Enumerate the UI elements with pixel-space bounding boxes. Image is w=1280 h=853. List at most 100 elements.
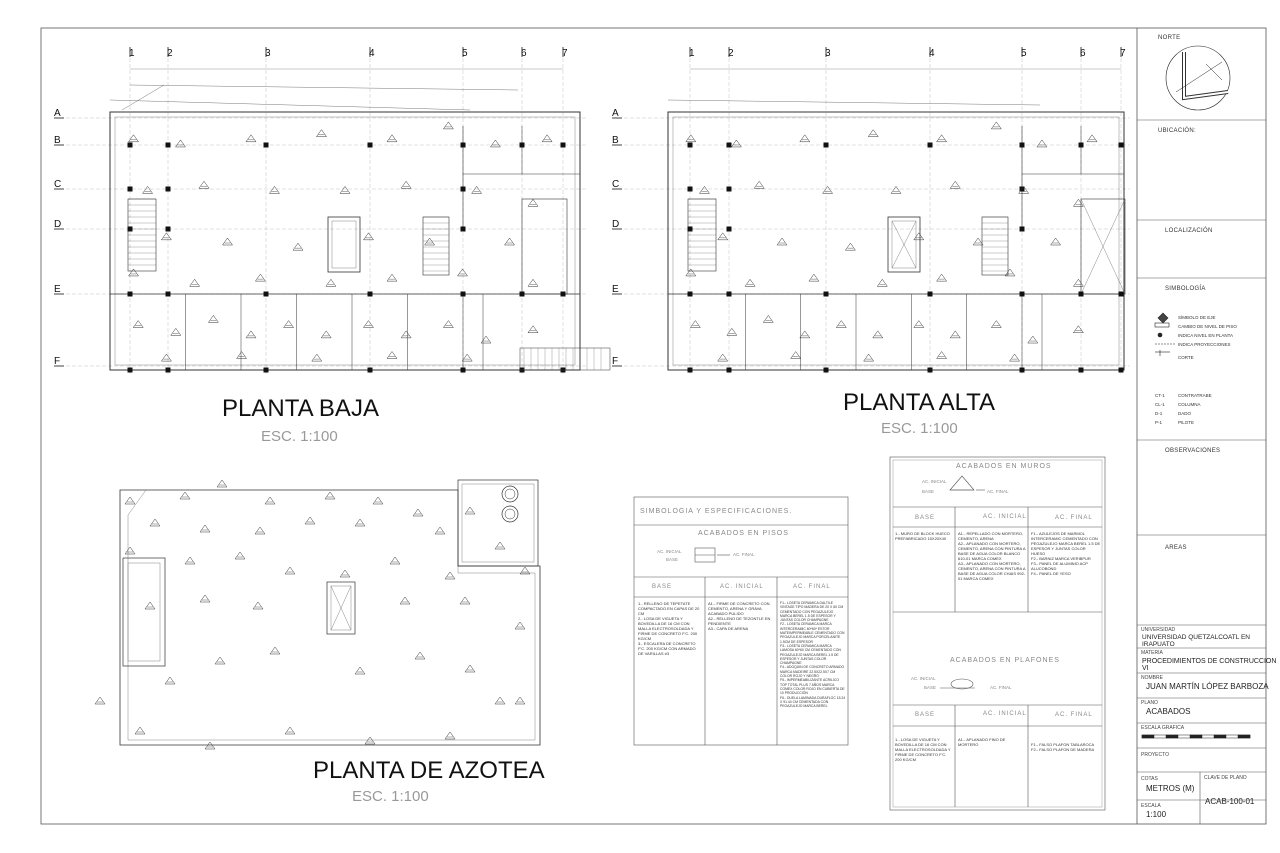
pisos-key-final: AC. FINAL — [733, 552, 755, 557]
level-marker — [222, 237, 233, 246]
column-mark — [165, 226, 171, 232]
level-marker — [471, 185, 483, 194]
level-marker — [189, 278, 201, 287]
water-tank — [501, 485, 519, 503]
axis-label-col: 1 — [129, 48, 135, 59]
column-mark — [1019, 142, 1025, 148]
level-marker — [876, 278, 888, 287]
roof-outline — [119, 489, 541, 746]
level-marker — [444, 571, 456, 580]
level-marker — [913, 232, 925, 241]
nombre-value: JUAN MARTÍN LÓPEZ BARBOZA — [1146, 682, 1269, 691]
column-mark — [263, 291, 269, 297]
level-marker — [324, 491, 336, 500]
cotas-label: COTAS — [1141, 776, 1158, 782]
level-marker — [489, 139, 501, 148]
level-marker — [799, 330, 811, 339]
level-marker — [480, 335, 492, 344]
column-mark — [726, 367, 732, 373]
sheet-border — [40, 27, 1267, 825]
level-marker — [316, 129, 327, 137]
column-mark — [687, 186, 693, 192]
code-p1: P-1 — [1155, 420, 1163, 425]
level-marker — [936, 134, 948, 143]
planta-azotea-title: PLANTA DE AZOTEA — [313, 757, 545, 784]
column-mark — [560, 142, 566, 148]
column-mark — [1019, 291, 1025, 297]
column-mark — [460, 226, 466, 232]
planta-baja-scale: ESC. 1:100 — [261, 428, 338, 445]
level-marker — [776, 237, 788, 246]
code-d1: D-1 — [1155, 411, 1163, 416]
axis-label-col: 3 — [825, 48, 831, 59]
level-marker — [372, 496, 384, 505]
column-mark — [1019, 226, 1025, 232]
level-marker — [144, 601, 156, 610]
column-mark — [127, 226, 133, 232]
level-marker — [494, 541, 506, 550]
level-marker — [179, 491, 191, 500]
level-marker — [389, 556, 401, 565]
level-marker — [386, 351, 398, 359]
level-marker — [320, 330, 332, 339]
level-marker — [990, 121, 1002, 130]
column-mark — [165, 367, 171, 373]
level-marker — [1072, 278, 1084, 287]
outer-wall — [667, 111, 1125, 371]
column-mark — [726, 142, 732, 148]
plafones-col-final: AC. FINAL — [1055, 712, 1093, 718]
level-marker — [124, 546, 136, 555]
graphic-scale — [1141, 734, 1251, 739]
legend-corte: CORTE — [1178, 355, 1194, 360]
level-marker — [494, 696, 506, 705]
column-mark — [127, 291, 133, 297]
column-mark — [165, 142, 171, 148]
proyecto-label: PROYECTO — [1141, 752, 1169, 758]
central-void — [327, 216, 361, 273]
plafones-table-title: ACABADOS EN PLAFONES — [950, 657, 1060, 664]
muros-table-title: ACABADOS EN MUROS — [956, 463, 1052, 470]
axis-label-row: A — [612, 108, 619, 119]
clave-label: CLAVE DE PLANO — [1204, 775, 1247, 781]
axis-label-col: 3 — [265, 48, 271, 59]
column-mark — [726, 186, 732, 192]
level-marker — [504, 237, 515, 246]
level-marker — [1036, 139, 1048, 148]
level-marker — [400, 180, 412, 189]
level-marker — [717, 353, 729, 362]
level-marker — [527, 278, 539, 287]
column-mark — [127, 186, 133, 192]
level-marker — [936, 273, 948, 282]
central-void — [887, 216, 921, 273]
axis-label-col: 2 — [728, 48, 734, 59]
level-marker — [160, 232, 172, 241]
level-marker — [990, 320, 1002, 328]
clave-value: ACAB-100-01 — [1205, 797, 1255, 806]
plano-label: PLANO — [1141, 700, 1158, 706]
level-marker — [254, 273, 266, 282]
column-mark — [1078, 291, 1084, 297]
level-marker — [863, 353, 875, 362]
plafones-col-inicial: AC. INICIAL — [983, 711, 1027, 717]
muros-final-text: F1.- AZULEJOS DE MARMOL INTERCERAMIC CEM… — [1031, 531, 1101, 576]
axis-label-col: 7 — [1120, 48, 1126, 59]
level-marker — [207, 314, 219, 323]
column-mark — [1118, 142, 1124, 148]
level-marker — [264, 496, 276, 505]
water-tank — [501, 505, 519, 523]
level-marker — [1050, 237, 1062, 246]
axis-label-row: C — [612, 179, 619, 190]
level-marker — [867, 129, 879, 137]
level-marker — [457, 268, 468, 277]
axis-label-col: 5 — [1021, 48, 1027, 59]
level-marker — [204, 741, 216, 750]
level-marker — [461, 353, 473, 362]
level-marker — [442, 121, 454, 130]
stairs — [981, 216, 1009, 276]
muros-col-inicial: AC. INICIAL — [983, 514, 1027, 520]
code-p1-label: PILOTE — [1178, 420, 1195, 425]
universidad-label: UNIVERSIDAD — [1141, 627, 1176, 633]
column-mark — [726, 226, 732, 232]
column-mark — [460, 291, 466, 297]
